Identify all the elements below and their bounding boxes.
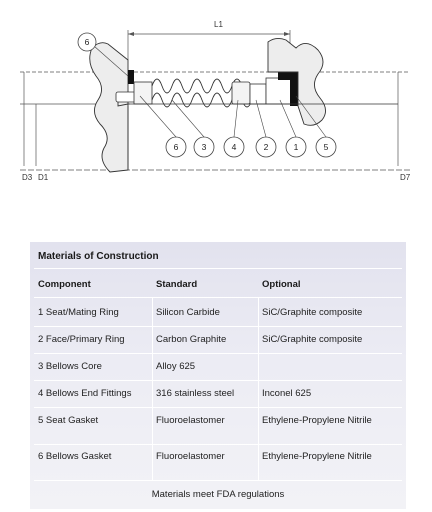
l1-dimension-arrows: [128, 32, 290, 36]
seal-cross-section-diagram: L1 D3 D1 D7 6 6 3 4 2: [20, 20, 411, 182]
row-standard: Carbon Graphite: [156, 334, 227, 345]
table-footer-note: Materials meet FDA regulations: [151, 489, 285, 500]
row-component: 4 Bellows End Fittings: [38, 388, 132, 399]
row-standard: Fluoroelastomer: [156, 451, 225, 462]
callout-2: 2: [255, 136, 277, 158]
table-title: Materials of Construction: [38, 251, 159, 262]
header-optional: Optional: [262, 279, 301, 290]
row-optional: SiC/Graphite composite: [262, 307, 363, 318]
callout-6-top: 6: [77, 32, 97, 52]
svg-text:6: 6: [174, 142, 179, 152]
row-optional: Ethylene-Propylene Nitrile: [262, 451, 372, 462]
materials-table: Materials of Construction Component Stan…: [30, 242, 406, 509]
callout-4: 4: [223, 136, 245, 158]
left-gland-housing: [89, 42, 129, 173]
row-component: 5 Seat Gasket: [38, 415, 99, 426]
bellows-end-fitting-left: [133, 81, 153, 105]
row-standard: Fluoroelastomer: [156, 415, 225, 426]
dimension-label-d1: D1: [38, 173, 49, 182]
svg-text:5: 5: [324, 142, 329, 152]
header-standard: Standard: [156, 279, 198, 290]
primary-ring: [249, 83, 267, 105]
row-component: 6 Bellows Gasket: [38, 451, 112, 462]
bellows-end-fitting-right: [231, 81, 251, 105]
callout-leader-lines: [93, 45, 327, 138]
right-gland-housing: [267, 37, 326, 126]
row-optional: Ethylene-Propylene Nitrile: [262, 415, 372, 426]
row-standard: Alloy 625: [156, 361, 196, 372]
callout-1: 1: [285, 136, 307, 158]
mating-ring: [265, 77, 293, 105]
svg-text:1: 1: [294, 142, 299, 152]
dimension-label-l1: L1: [214, 20, 223, 29]
row-component: 3 Bellows Core: [38, 361, 102, 372]
row-standard: Silicon Carbide: [156, 307, 220, 318]
row-component: 2 Face/Primary Ring: [38, 334, 125, 345]
row-standard: 316 stainless steel: [156, 388, 235, 399]
row-optional: SiC/Graphite composite: [262, 334, 363, 345]
svg-text:2: 2: [264, 142, 269, 152]
row-optional: Inconel 625: [262, 388, 312, 399]
seat-gasket: [278, 72, 298, 106]
dimension-label-d7: D7: [400, 173, 411, 182]
svg-text:3: 3: [202, 142, 207, 152]
svg-text:4: 4: [232, 142, 237, 152]
dimension-label-d3: D3: [22, 173, 33, 182]
header-component: Component: [38, 279, 91, 290]
callout-5: 5: [315, 136, 337, 158]
callout-3: 3: [193, 136, 215, 158]
row-component: 1 Seat/Mating Ring: [38, 307, 119, 318]
svg-text:6: 6: [85, 37, 90, 47]
callout-6: 6: [165, 136, 187, 158]
bellows-gasket: [128, 70, 134, 84]
